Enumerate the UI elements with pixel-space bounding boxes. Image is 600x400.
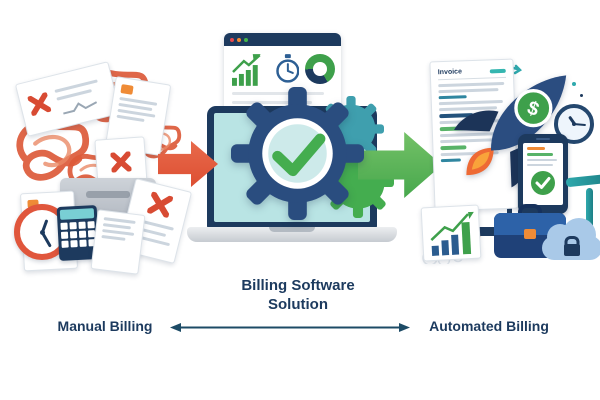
calculator-key <box>69 231 78 239</box>
calculator-key <box>69 222 77 230</box>
paper-line <box>101 234 126 241</box>
double-arrow-line-icon <box>170 323 410 332</box>
calculator-key <box>60 222 68 230</box>
window-maximize-icon <box>244 37 248 42</box>
sparkle-dot <box>580 94 583 97</box>
donut-chart-icon <box>305 54 335 84</box>
phone-line <box>527 164 553 166</box>
calculator-screen <box>59 208 95 220</box>
paper-line <box>102 223 131 230</box>
dashboard-widgets <box>224 46 341 86</box>
calculator-key <box>87 221 95 229</box>
window-minimize-icon <box>237 37 241 42</box>
briefcase-clasp <box>524 229 536 239</box>
phone-line <box>527 159 557 161</box>
manual-billing-cluster <box>8 46 193 275</box>
document-icon <box>90 209 146 275</box>
calculator-key <box>60 231 69 239</box>
bar-chart-icon <box>232 54 261 86</box>
clock-center <box>572 122 576 126</box>
laptop-notch <box>269 227 315 232</box>
dashboard-line <box>232 92 324 95</box>
signature-line <box>63 101 98 115</box>
phone-speaker <box>536 137 550 140</box>
paper-line <box>116 114 145 123</box>
rejected-envelope-icon <box>14 61 122 137</box>
browser-titlebar <box>224 33 341 46</box>
manual-billing-label: Manual Billing <box>57 318 153 334</box>
clock-center <box>39 229 45 235</box>
growth-chart-bars <box>430 211 474 257</box>
pen-icon <box>586 188 593 244</box>
calculator-key <box>61 240 69 248</box>
red-x-icon <box>147 191 174 218</box>
center-caption: Billing Software Solution <box>241 277 355 313</box>
window-close-icon <box>230 37 234 42</box>
red-x-icon <box>110 151 131 172</box>
stopwatch-icon <box>275 54 300 83</box>
cloud-lock-icon <box>542 214 600 262</box>
paper-tag <box>120 84 134 95</box>
laptop-base <box>187 227 397 242</box>
check-circle-icon <box>531 171 555 195</box>
calculator-key <box>70 240 78 248</box>
calculator-key <box>79 239 87 247</box>
dashboard-line <box>232 101 312 104</box>
tray-slot <box>86 191 130 198</box>
sparkle-dot <box>572 82 576 86</box>
gear-check-icon <box>231 87 364 220</box>
padlock-icon <box>564 244 580 256</box>
phone-screen <box>523 143 563 205</box>
red-x-icon <box>27 92 51 116</box>
automated-billing-cluster: Invoice <box>420 48 600 264</box>
growth-chart-icon <box>420 204 482 262</box>
phone-line <box>527 153 553 156</box>
calculator-keys <box>60 221 96 248</box>
phone-line <box>527 147 545 150</box>
automated-billing-label: Automated Billing <box>429 318 549 334</box>
calculator-key <box>78 230 87 238</box>
phone-check-icon <box>518 134 568 214</box>
calculator-key <box>78 221 86 229</box>
